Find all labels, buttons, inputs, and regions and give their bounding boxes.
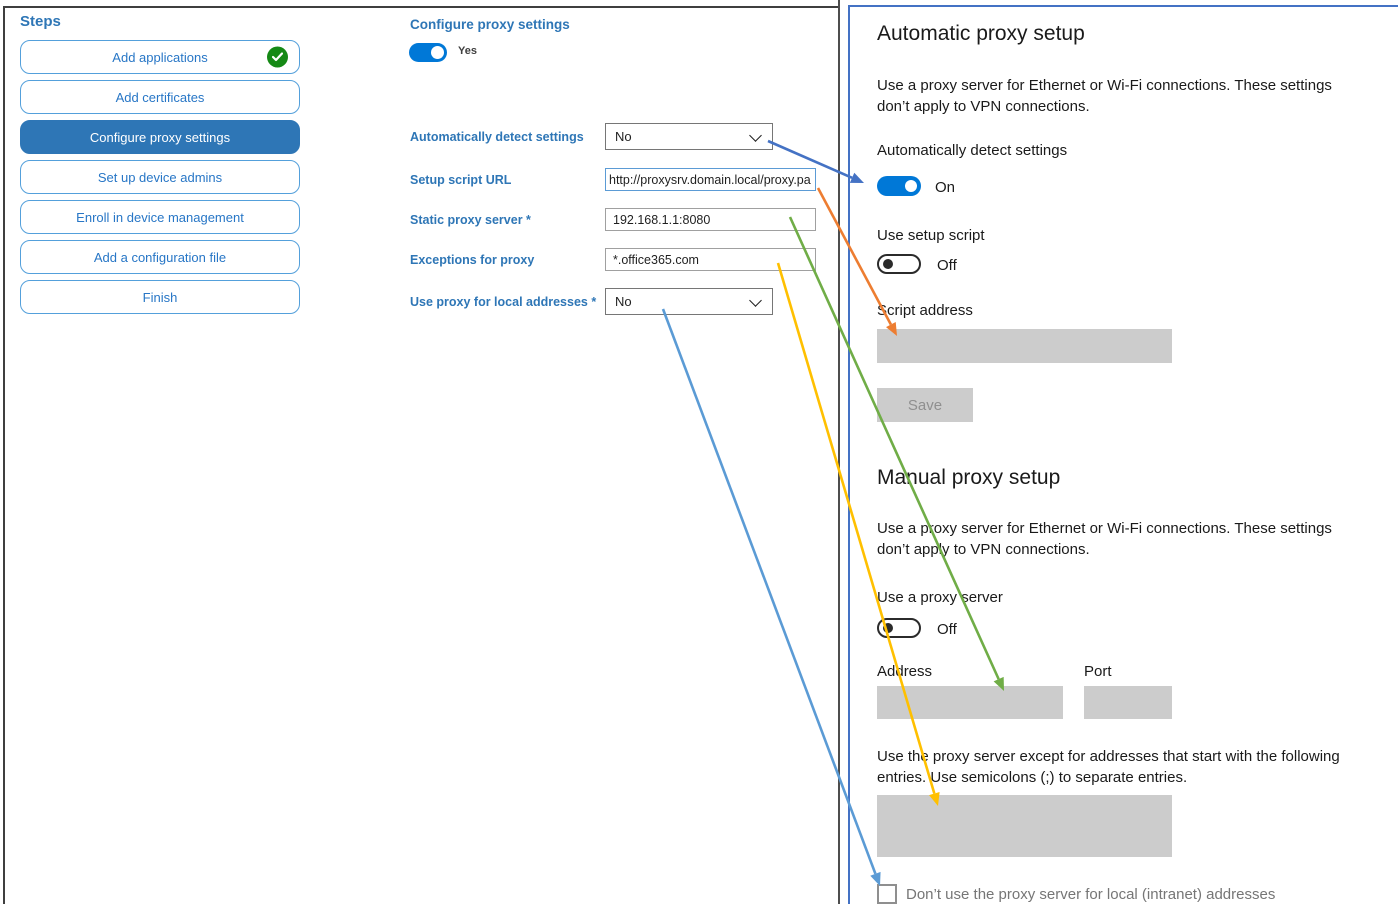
use-proxy-server-label: Use a proxy server: [877, 589, 1003, 606]
script-address-field[interactable]: [877, 329, 1172, 363]
use-proxy-server-state: Off: [937, 621, 957, 638]
use-proxy-local-select[interactable]: No: [605, 288, 773, 315]
sidebar-title: Steps: [20, 13, 61, 30]
auto-detect-label: Automatically detect settings: [877, 142, 1068, 159]
toggle-knob: [883, 623, 893, 633]
field-label-use-proxy-local: Use proxy for local addresses *: [410, 295, 597, 309]
use-proxy-server-toggle[interactable]: [877, 618, 921, 638]
vertical-divider: [838, 0, 840, 904]
setup-script-url-input[interactable]: http://proxysrv.domain.local/proxy.pa: [605, 168, 816, 191]
address-label: Address: [877, 663, 933, 680]
toggle-knob: [905, 180, 917, 192]
select-value: No: [615, 294, 632, 309]
input-value: http://proxysrv.domain.local/proxy.pa: [609, 172, 811, 187]
step-label: Enroll in device management: [76, 209, 244, 225]
use-setup-script-toggle[interactable]: [877, 254, 921, 274]
step-label: Add a configuration file: [93, 249, 227, 265]
chevron-down-icon: [749, 294, 762, 307]
window-top-border: [3, 6, 838, 8]
static-proxy-server-input[interactable]: 192.168.1.1:8080: [605, 208, 816, 231]
step-add-a-configuration-file[interactable]: Add a configuration file: [20, 240, 300, 274]
use-setup-script-label: Use setup script: [877, 227, 985, 244]
step-label: Add certificates: [115, 89, 205, 105]
configure-proxy-toggle[interactable]: [409, 43, 447, 62]
local-addresses-mapping-arrow: [661, 308, 877, 875]
step-configure-proxy-settings[interactable]: Configure proxy settings: [20, 120, 300, 154]
field-label-setup-script-url: Setup script URL: [410, 173, 512, 187]
step-add-applications[interactable]: Add applications: [20, 40, 300, 74]
steps-sidebar: Steps Add applications Add certificates …: [20, 13, 300, 314]
step-enroll-in-device-management[interactable]: Enroll in device management: [20, 200, 300, 234]
auto-detect-state: On: [935, 179, 956, 196]
manual-address-field[interactable]: [877, 686, 1063, 719]
step-list: Add applications Add certificates Config…: [20, 40, 300, 314]
field-label-auto-detect: Automatically detect settings: [410, 130, 584, 144]
manual-port-field[interactable]: [1084, 686, 1172, 719]
step-set-up-device-admins[interactable]: Set up device admins: [20, 160, 300, 194]
exceptions-for-proxy-input[interactable]: *.office365.com: [605, 248, 816, 271]
input-value: *.office365.com: [613, 252, 699, 267]
step-label: Configure proxy settings: [89, 129, 231, 145]
exceptions-textarea[interactable]: [877, 795, 1172, 857]
chevron-down-icon: [749, 129, 762, 142]
field-label-static-proxy: Static proxy server *: [410, 213, 531, 227]
automatic-proxy-setup-heading: Automatic proxy setup: [877, 22, 1085, 45]
configure-proxy-toggle-label: Yes: [458, 45, 477, 57]
form-title: Configure proxy settings: [410, 17, 570, 32]
save-button[interactable]: Save: [877, 388, 973, 422]
step-label: Finish: [142, 289, 178, 305]
local-intranet-checkbox-label: Don’t use the proxy server for local (in…: [906, 886, 1276, 903]
step-label: Set up device admins: [97, 169, 223, 185]
input-value: 192.168.1.1:8080: [613, 212, 711, 227]
window-left-border: [3, 6, 5, 904]
field-label-exceptions: Exceptions for proxy: [410, 253, 535, 267]
port-label: Port: [1084, 663, 1112, 680]
step-label: Add applications: [112, 49, 208, 65]
toggle-knob: [883, 259, 893, 269]
automatically-detect-settings-select[interactable]: No: [605, 123, 773, 150]
script-address-label: Script address: [877, 302, 973, 319]
use-setup-script-state: Off: [937, 257, 957, 274]
manual-proxy-setup-heading: Manual proxy setup: [877, 466, 1061, 489]
step-add-certificates[interactable]: Add certificates: [20, 80, 300, 114]
automatic-proxy-description: Use a proxy server for Ethernet or Wi-Fi…: [877, 77, 1332, 115]
toggle-knob: [431, 46, 444, 59]
auto-detect-toggle[interactable]: [877, 176, 921, 196]
step-finish[interactable]: Finish: [20, 280, 300, 314]
exceptions-description: Use the proxy server except for addresse…: [877, 748, 1340, 786]
local-intranet-checkbox[interactable]: [877, 884, 897, 904]
select-value: No: [615, 129, 632, 144]
manual-proxy-description: Use a proxy server for Ethernet or Wi-Fi…: [877, 520, 1332, 558]
completed-check-icon: [267, 46, 288, 68]
